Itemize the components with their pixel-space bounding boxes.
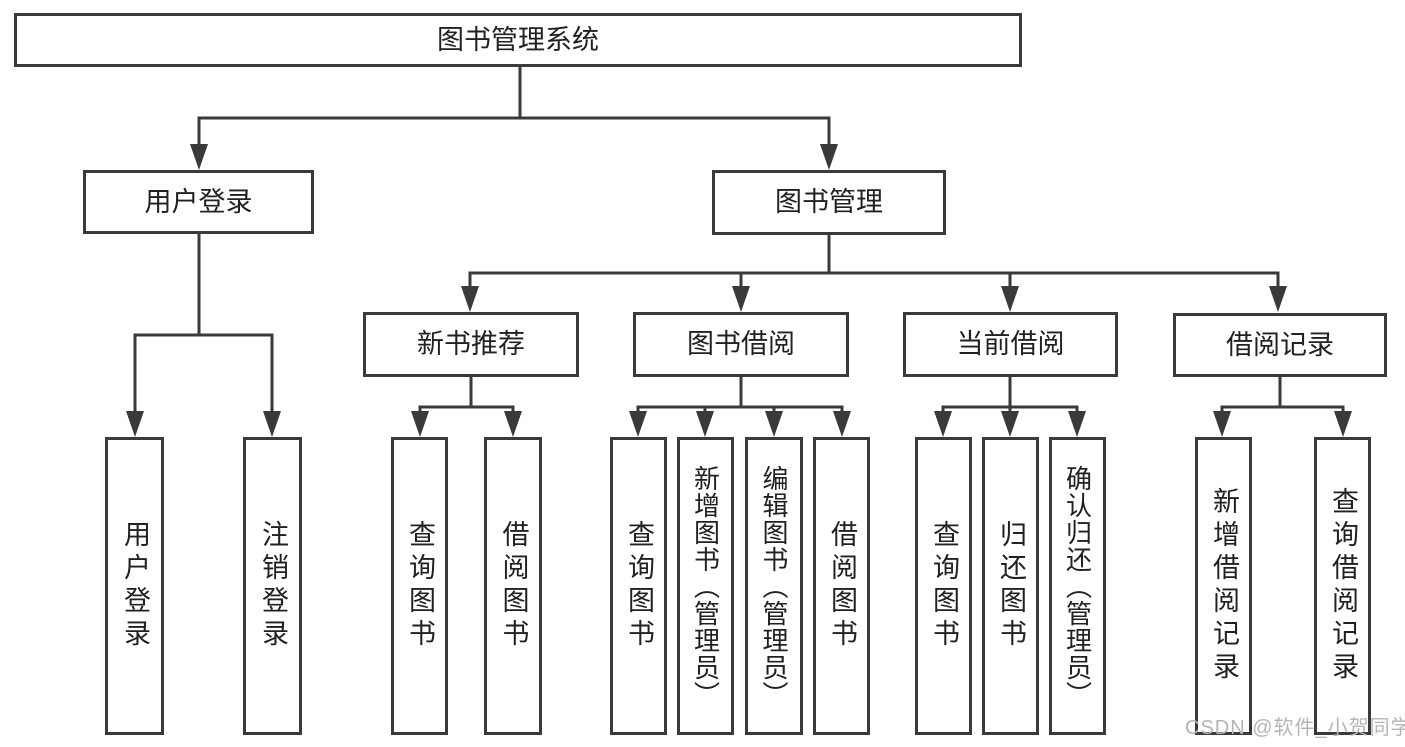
leaf-return-books-label: 归还图书 — [996, 520, 1026, 652]
node-book-management-label: 图书管理 — [775, 187, 883, 217]
leaf-borrow-books-2-label: 借阅图书 — [827, 520, 857, 652]
node-book-management: 图书管理 — [712, 170, 946, 235]
node-borrowing-records: 借阅记录 — [1173, 313, 1387, 377]
arrowhead — [1269, 286, 1287, 312]
arrowhead — [833, 411, 851, 437]
arrowhead — [1001, 411, 1019, 437]
leaf-add-borrow-record-label: 新增借阅记录 — [1209, 487, 1239, 685]
leaf-query-books-2-label: 查询图书 — [624, 520, 654, 652]
arrowhead — [765, 411, 783, 437]
leaf-edit-books-admin: 编辑图书（管理员） — [745, 437, 803, 735]
node-user-login-label: 用户登录 — [144, 186, 253, 217]
leaf-edit-books-admin-label: 编辑图书（管理员） — [759, 464, 789, 708]
arrowhead — [1334, 411, 1352, 437]
arrowhead — [732, 286, 750, 312]
node-new-book-recommend-label: 新书推荐 — [417, 329, 525, 359]
edge-borrow-records-to-leaves — [1220, 375, 1345, 415]
edge-user-login-to-leaves — [133, 232, 274, 415]
node-new-book-recommend: 新书推荐 — [363, 312, 579, 377]
leaf-user-login-label: 用户登录 — [120, 520, 150, 652]
node-book-borrowing-label: 图书借阅 — [687, 329, 795, 359]
edge-root-to-level2 — [197, 65, 831, 148]
node-borrowing-records-label: 借阅记录 — [1226, 329, 1334, 360]
leaf-query-books-1: 查询图书 — [391, 437, 448, 735]
edge-current-borrow-to-leaves — [941, 375, 1079, 415]
node-user-login: 用户登录 — [83, 170, 314, 234]
leaf-query-borrow-record: 查询借阅记录 — [1314, 437, 1371, 735]
arrowheads — [126, 144, 1352, 437]
edge-book-borrow-to-leaves — [636, 375, 844, 415]
leaf-logout: 注销登录 — [243, 437, 302, 735]
leaf-confirm-return-admin: 确认归还（管理员） — [1049, 437, 1106, 735]
arrowhead — [461, 286, 479, 312]
leaf-query-books-1-label: 查询图书 — [405, 520, 435, 652]
leaf-return-books: 归还图书 — [982, 437, 1039, 735]
arrowhead — [934, 411, 952, 437]
leaf-logout-label: 注销登录 — [258, 520, 288, 652]
leaf-add-books-admin-label: 新增图书（管理员） — [690, 464, 721, 708]
leaf-add-borrow-record: 新增借阅记录 — [1195, 437, 1252, 735]
arrowhead — [1001, 286, 1019, 312]
leaf-query-borrow-record-label: 查询借阅记录 — [1328, 487, 1358, 685]
node-root-label: 图书管理系统 — [437, 24, 599, 55]
leaf-borrow-books-1: 借阅图书 — [484, 437, 542, 735]
node-current-borrowing-label: 当前借阅 — [956, 329, 1065, 359]
arrowhead — [126, 411, 144, 437]
leaf-query-books-3: 查询图书 — [915, 437, 972, 735]
arrowhead — [504, 411, 522, 437]
csdn-watermark: CSDN @软件_小贺同学 — [1185, 717, 1405, 739]
arrowhead — [190, 144, 208, 170]
edge-new-book-rec-to-leaves — [418, 375, 515, 415]
arrowhead — [820, 144, 838, 170]
leaf-add-books-admin: 新增图书（管理员） — [677, 437, 734, 735]
leaf-borrow-books-1-label: 借阅图书 — [498, 520, 529, 652]
leaf-confirm-return-admin-label: 确认归还（管理员） — [1062, 464, 1093, 708]
arrowhead — [1068, 411, 1086, 437]
node-current-borrowing: 当前借阅 — [903, 312, 1118, 377]
leaf-borrow-books-2: 借阅图书 — [813, 437, 870, 735]
leaf-query-books-2: 查询图书 — [610, 437, 667, 735]
arrowhead — [411, 411, 429, 437]
leaf-user-login: 用户登录 — [105, 437, 164, 735]
leaf-query-books-3-label: 查询图书 — [929, 520, 959, 652]
arrowhead — [629, 411, 647, 437]
arrowhead — [1213, 411, 1231, 437]
arrowhead — [696, 411, 714, 437]
node-book-borrowing: 图书借阅 — [633, 312, 849, 377]
edge-book-mgmt-to-level3 — [468, 233, 1280, 290]
node-root-library-system: 图书管理系统 — [14, 13, 1022, 67]
arrowhead — [263, 411, 281, 437]
